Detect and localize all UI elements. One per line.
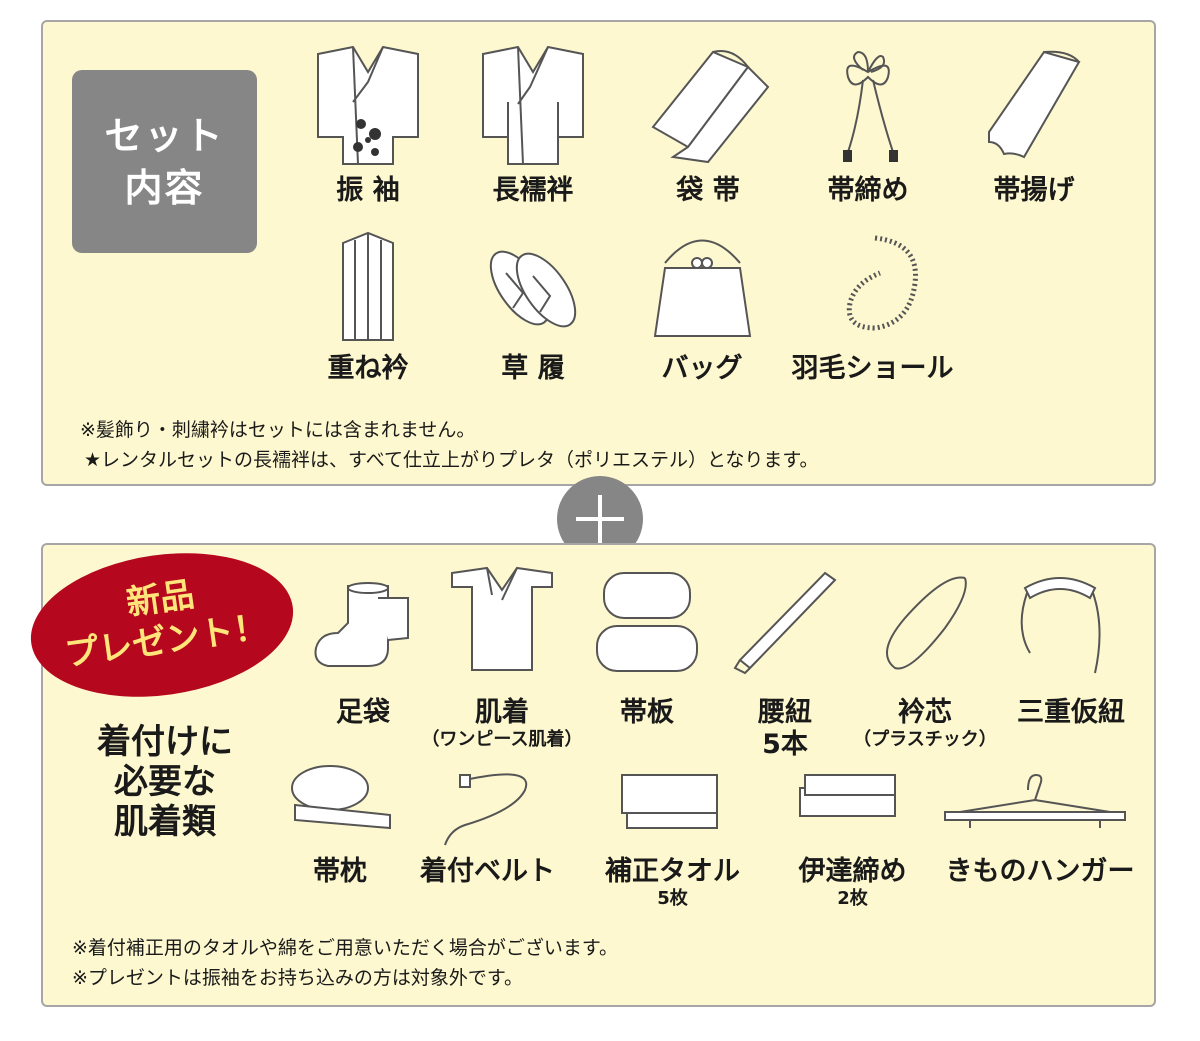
gift-item-obimakura: 帯枕 [280, 856, 400, 888]
set-badge-line2: 内容 [124, 165, 205, 210]
set-item-label: 帯揚げ [993, 175, 1075, 206]
set-item-label: 振 袖 [336, 175, 400, 206]
gift-item-datejime: 伊達締め 2枚 [775, 856, 930, 910]
gift-item-label: 腰紐 [758, 697, 812, 728]
set-item-label: バッグ [661, 353, 743, 384]
set-item-zori: 草 履 [453, 228, 613, 385]
gift-item-hanger: きものハンガー [940, 856, 1140, 888]
gift-item-sanju-karihimo: 三重仮紐 [996, 697, 1146, 729]
set-item-label: 長襦袢 [492, 175, 574, 206]
set-item-fukuro-obi: 袋 帯 [628, 42, 788, 207]
set-note-1: ※髪飾り・刺繍衿はセットには含まれません。 [80, 419, 476, 441]
datejime-icon [799, 774, 896, 817]
set-item-feather-shawl: 羽毛ショール [792, 228, 955, 385]
gift-title: 着付けに 必要な 肌着類 [60, 722, 270, 842]
gift-item-label: 衿芯 [898, 697, 952, 728]
gift-item-obiita: 帯板 [587, 697, 707, 729]
gift-note-1: ※着付補正用のタオルや綿をご用意いただく場合がございます。 [72, 937, 619, 959]
obiita-icon [596, 572, 698, 672]
kitsuke-belt-icon [444, 773, 528, 846]
gift-item-label: 着付ベルト [420, 856, 555, 887]
obiage-icon [988, 50, 1081, 159]
gift-item-sub: （プラスチック） [853, 729, 997, 750]
gift-item-koshihimo: 腰紐 5本 [725, 697, 845, 761]
set-item-obiage: 帯揚げ [954, 42, 1114, 207]
gift-item-hadagi: 肌着 （ワンピース肌着） [402, 697, 602, 751]
gift-item-label: 帯板 [620, 697, 674, 728]
gift-item-label: 三重仮紐 [1017, 697, 1125, 728]
nagajuban-icon [482, 45, 584, 165]
set-item-label: 袋 帯 [676, 175, 740, 206]
set-item-kasane-eri: 重ね衿 [288, 228, 448, 385]
furisode-icon [317, 45, 419, 165]
set-badge-line1: セット [104, 113, 225, 158]
gift-item-erishin: 衿芯 （プラスチック） [840, 697, 1010, 751]
set-item-nagajuban: 長襦袢 [453, 42, 613, 207]
gift-item-sub: 2枚 [837, 888, 868, 909]
hanger-icon [944, 773, 1126, 828]
gift-item-label: 補正タオル [605, 856, 740, 887]
feather-shawl-icon [846, 235, 918, 331]
set-item-obijime: 帯締め [788, 42, 948, 207]
koshihimo-icon [733, 571, 837, 675]
set-item-label: 重ね衿 [327, 353, 409, 384]
bag-icon [653, 239, 751, 337]
set-contents-badge: セット 内容 [72, 70, 257, 253]
fukuro-obi-icon [651, 50, 770, 164]
gift-note-2: ※プレゼントは振袖をお持ち込みの方は対象外です。 [72, 967, 524, 989]
gift-item-sub: 5枚 [657, 888, 688, 909]
gift-title-line1: 着付けに [97, 722, 233, 762]
towel-icon [621, 774, 718, 829]
gift-item-sub: 5本 [762, 729, 808, 760]
hadagi-icon [451, 566, 553, 671]
erishin-icon [886, 576, 967, 670]
set-item-furisode: 振 袖 [288, 42, 448, 207]
obijime-icon [843, 50, 898, 162]
set-item-label: 羽毛ショール [791, 353, 954, 384]
tabi-icon [314, 582, 409, 667]
gift-item-sub: （ワンピース肌着） [421, 729, 583, 750]
gift-item-label: 帯枕 [313, 856, 367, 887]
sanju-karihimo-icon [1020, 577, 1101, 674]
gift-item-label: 肌着 [475, 697, 529, 728]
set-item-bag: バッグ [622, 228, 782, 385]
set-note-2: ★レンタルセットの長襦袢は、すべて仕立上がりプレタ（ポリエステル）となります。 [84, 449, 819, 471]
gift-item-label: 足袋 [336, 697, 390, 728]
set-item-label: 帯締め [827, 175, 909, 206]
gift-item-label: きものハンガー [945, 856, 1135, 887]
set-item-label: 草 履 [501, 353, 565, 384]
gift-title-line3: 肌着類 [114, 802, 216, 842]
gift-item-tabi: 足袋 [303, 697, 423, 729]
gift-item-towel: 補正タオル 5枚 [595, 856, 750, 910]
gift-title-line2: 必要な [114, 762, 216, 802]
kasane-eri-icon [342, 231, 394, 341]
zori-icon [489, 250, 577, 328]
gift-item-label: 伊達締め [798, 856, 907, 887]
obimakura-icon [291, 765, 391, 830]
gift-item-kitsuke-belt: 着付ベルト [410, 856, 565, 888]
